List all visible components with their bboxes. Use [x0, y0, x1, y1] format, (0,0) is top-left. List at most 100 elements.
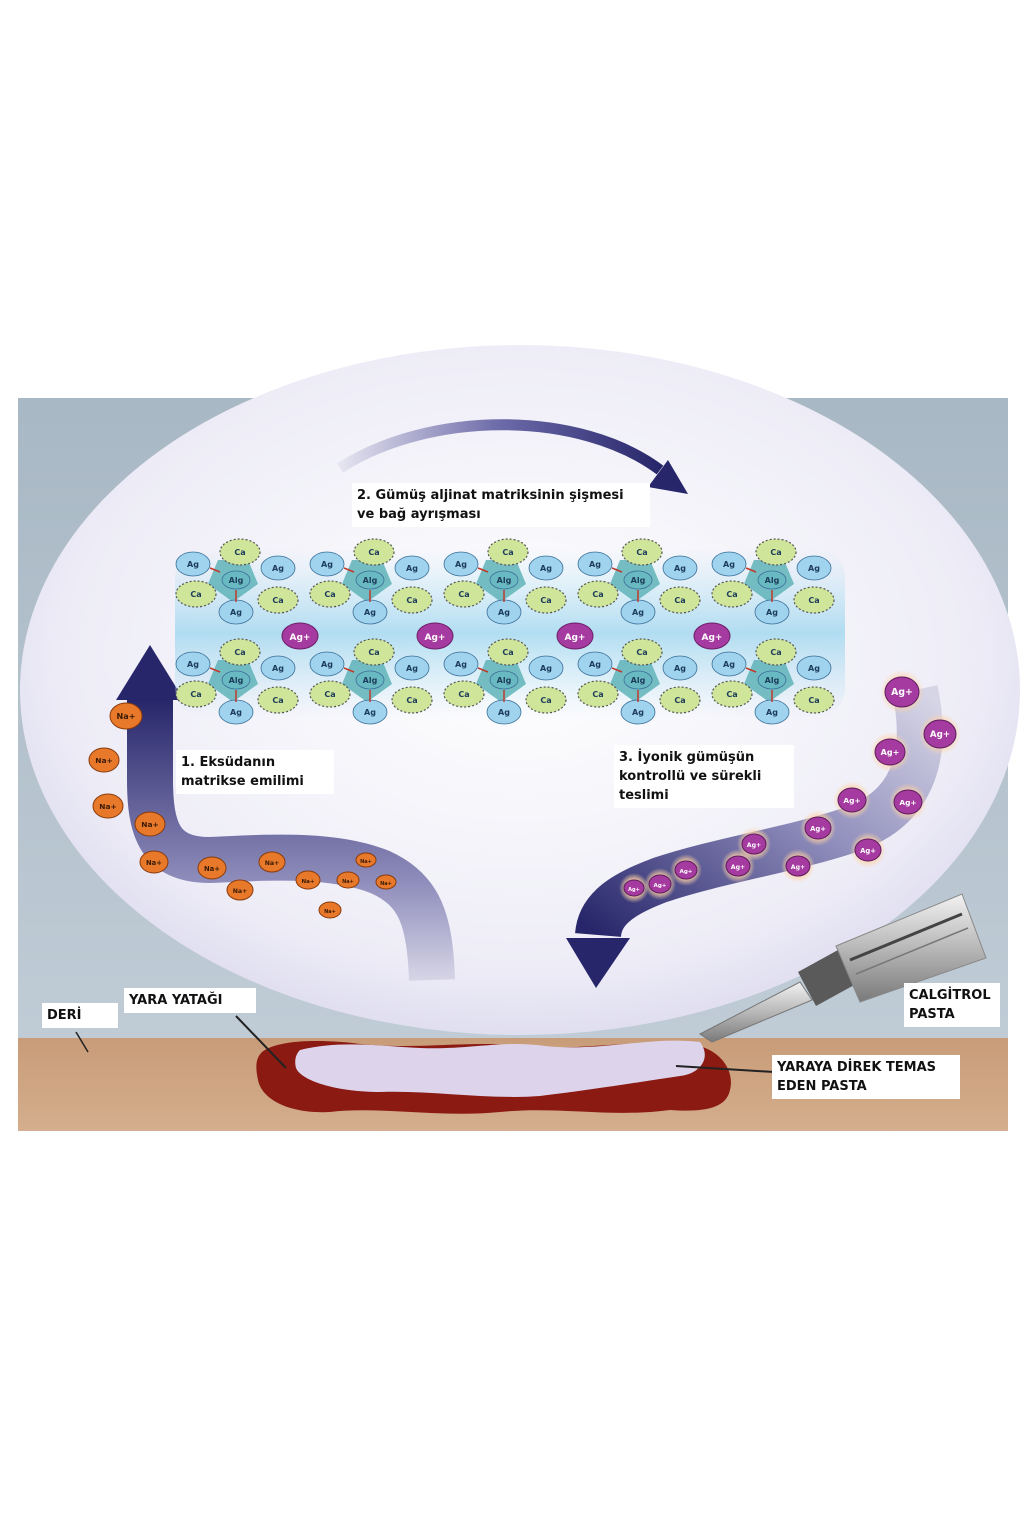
pasta-pointer: [675, 1065, 775, 1073]
svg-text:Ca: Ca: [272, 696, 283, 705]
svg-text:Ag: Ag: [321, 660, 333, 669]
ca-molecule: Ca: [353, 538, 395, 566]
alg-molecule: Alg: [757, 670, 787, 690]
ca-molecule: Ca: [755, 538, 797, 566]
svg-text:Ag: Ag: [455, 560, 467, 569]
svg-text:Ag: Ag: [364, 608, 376, 617]
svg-text:Na+: Na+: [342, 879, 354, 885]
ca-molecule: Ca: [711, 580, 753, 608]
ag-molecule: Ag: [711, 551, 747, 577]
yara-yatagi-text: YARA YATAĞI: [129, 993, 223, 1008]
na-ion: Na+: [139, 850, 169, 874]
alg-molecule: Alg: [757, 570, 787, 590]
svg-text:Ag: Ag: [589, 560, 601, 569]
ag-ion: Ag+: [781, 849, 815, 883]
svg-text:Ag+: Ag+: [731, 864, 745, 871]
svg-text:Na+: Na+: [204, 865, 220, 873]
svg-text:Ca: Ca: [234, 548, 245, 557]
svg-text:Ag: Ag: [723, 660, 735, 669]
svg-text:Ca: Ca: [726, 590, 737, 599]
svg-text:Ag: Ag: [808, 564, 820, 573]
yara-yatagi-pointer: [235, 1015, 287, 1069]
svg-text:Ag: Ag: [187, 660, 199, 669]
svg-text:Ca: Ca: [234, 648, 245, 657]
yara-yatagi-label: YARA YATAĞI: [124, 988, 256, 1013]
svg-text:Na+: Na+: [265, 860, 280, 867]
svg-text:Ag+: Ag+: [881, 748, 900, 757]
alg-molecule: Alg: [489, 570, 519, 590]
na-ion: Na+: [134, 811, 166, 837]
svg-text:Ca: Ca: [406, 696, 417, 705]
ag-molecule: Ag: [754, 599, 790, 625]
ag-ion: Ag+: [737, 827, 771, 861]
ag-ion: Ag+: [919, 713, 961, 755]
ag-molecule: Ag: [352, 599, 388, 625]
ca-molecule: Ca: [577, 680, 619, 708]
svg-text:Ag: Ag: [723, 560, 735, 569]
svg-text:Ca: Ca: [502, 548, 513, 557]
ca-molecule: Ca: [443, 580, 485, 608]
ag-molecule: Ag: [443, 651, 479, 677]
svg-text:Ca: Ca: [770, 648, 781, 657]
svg-text:Ag: Ag: [632, 608, 644, 617]
svg-text:Ag: Ag: [498, 708, 510, 717]
ca-molecule: Ca: [487, 638, 529, 666]
step2-line-2: ve bağ ayrışması: [357, 507, 481, 522]
svg-text:Ag: Ag: [540, 664, 552, 673]
na-ion: Na+: [88, 747, 120, 773]
svg-text:Ag+: Ag+: [899, 798, 916, 807]
svg-text:Ag: Ag: [406, 664, 418, 673]
ca-molecule: Ca: [309, 580, 351, 608]
ag-molecule: Ag: [711, 651, 747, 677]
svg-text:Alg: Alg: [631, 676, 646, 685]
ca-molecule: Ca: [391, 686, 433, 714]
ag-ion: Ag+: [833, 781, 871, 819]
svg-text:Ag: Ag: [321, 560, 333, 569]
svg-text:Ag+: Ag+: [810, 825, 826, 833]
svg-text:Ca: Ca: [272, 596, 283, 605]
step3-line-2: kontrollü ve sürekli: [619, 769, 762, 784]
ca-molecule: Ca: [621, 638, 663, 666]
alg-molecule: Alg: [355, 570, 385, 590]
ag-molecule: Ag: [620, 599, 656, 625]
step2-arrow: [337, 419, 664, 475]
svg-text:Ag+: Ag+: [565, 633, 586, 643]
svg-text:Ag: Ag: [674, 664, 686, 673]
ca-molecule: Ca: [659, 686, 701, 714]
svg-text:Ag: Ag: [187, 560, 199, 569]
ca-molecule: Ca: [755, 638, 797, 666]
svg-text:Ca: Ca: [502, 648, 513, 657]
svg-text:Ca: Ca: [324, 690, 335, 699]
deri-pointer: [75, 1031, 89, 1053]
free-ag-ions: Ag+Ag+Ag+Ag+: [281, 622, 731, 650]
ca-molecule: Ca: [175, 680, 217, 708]
svg-text:Alg: Alg: [765, 576, 780, 585]
ag-molecule: Ag: [175, 651, 211, 677]
na-ion: Na+: [258, 851, 286, 873]
ag-molecule: Ag: [394, 655, 430, 681]
alg-molecule: Alg: [623, 570, 653, 590]
ag-molecule: Ag: [577, 551, 613, 577]
ag-ion: Ag+: [281, 622, 319, 650]
svg-text:Alg: Alg: [497, 676, 512, 685]
calgitrol-label: CALGİTROL PASTA: [904, 983, 1000, 1027]
svg-text:Alg: Alg: [229, 576, 244, 585]
svg-text:Ca: Ca: [324, 590, 335, 599]
ag-molecule: Ag: [443, 551, 479, 577]
ca-molecule: Ca: [793, 686, 835, 714]
svg-text:Ag+: Ag+: [654, 883, 667, 889]
pasta-line-2: EDEN PASTA: [777, 1079, 867, 1094]
svg-text:Ag: Ag: [272, 664, 284, 673]
pasta-label: YARAYA DİREK TEMAS EDEN PASTA: [772, 1055, 960, 1099]
svg-text:Ag: Ag: [230, 708, 242, 717]
ag-molecule: Ag: [754, 699, 790, 725]
ag-ion: Ag+: [870, 732, 910, 772]
ag-molecule: Ag: [620, 699, 656, 725]
na-ion: Na+: [375, 874, 397, 890]
deri-label: DERİ: [42, 1003, 118, 1028]
